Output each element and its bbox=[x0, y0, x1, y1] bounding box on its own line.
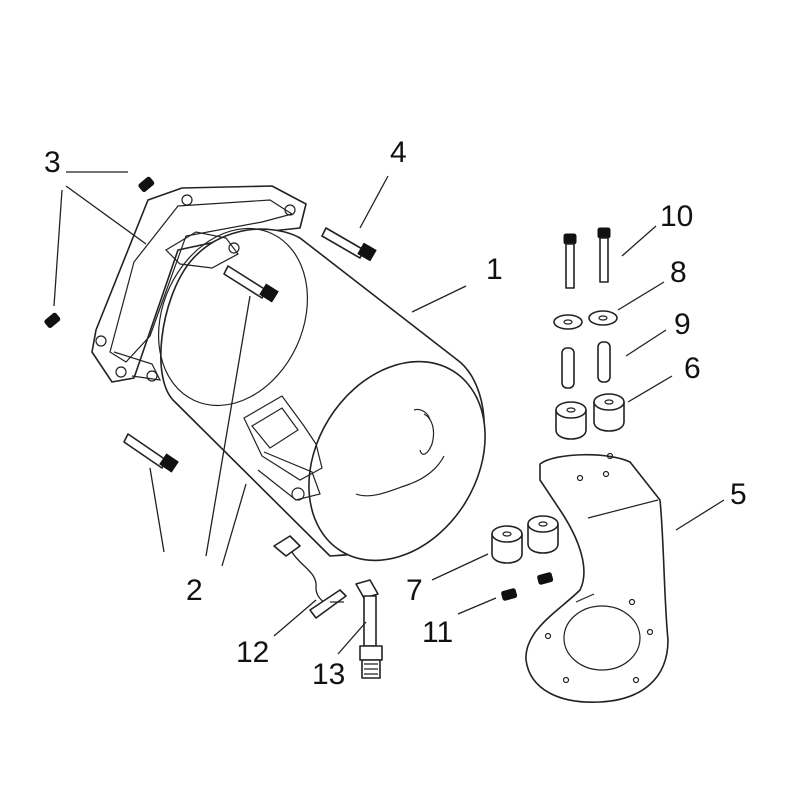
bolt-2 bbox=[223, 265, 279, 303]
nut-11-left bbox=[501, 588, 518, 601]
rubber-mount-6-right bbox=[593, 393, 625, 432]
probe-13 bbox=[355, 579, 383, 679]
housing-front-end bbox=[308, 360, 486, 562]
callout-5: 5 bbox=[730, 478, 747, 511]
rubber-mount-7-right bbox=[527, 515, 559, 554]
washer-8-right bbox=[588, 310, 618, 326]
leader-1 bbox=[411, 285, 467, 313]
callout-11: 11 bbox=[422, 616, 453, 649]
mounting-bracket bbox=[525, 452, 669, 703]
leader-4 bbox=[359, 175, 389, 229]
bolt-4 bbox=[321, 227, 377, 262]
bolt-10-right bbox=[597, 227, 611, 283]
leader-8 bbox=[617, 281, 665, 311]
nut-11-right bbox=[537, 572, 554, 585]
leader-12 bbox=[273, 599, 317, 637]
leader-13 bbox=[337, 621, 367, 655]
leader-9 bbox=[625, 329, 667, 357]
callout-3: 3 bbox=[44, 146, 61, 179]
leader-2b bbox=[221, 483, 247, 567]
callout-12: 12 bbox=[236, 636, 269, 669]
callout-9: 9 bbox=[674, 308, 691, 341]
leader-7 bbox=[431, 553, 489, 581]
callout-labels: 1 2 3 4 5 6 7 8 9 10 11 12 13 bbox=[44, 136, 747, 691]
callout-10: 10 bbox=[660, 200, 693, 233]
leader-3b bbox=[65, 185, 147, 245]
bolt-lower bbox=[123, 433, 179, 473]
nut-3-lower bbox=[44, 312, 61, 329]
rubber-mount-7-left bbox=[491, 525, 523, 564]
leader-3c bbox=[53, 189, 63, 307]
washer-8-left bbox=[553, 314, 583, 330]
callout-2: 2 bbox=[186, 574, 203, 607]
spacer-9-right bbox=[597, 341, 611, 383]
callout-6: 6 bbox=[684, 352, 701, 385]
nut-3-upper bbox=[138, 176, 155, 193]
leader-lines bbox=[53, 171, 725, 655]
leader-11 bbox=[457, 597, 497, 615]
rubber-mount-6-left bbox=[555, 401, 587, 440]
bracket-center-hole bbox=[563, 605, 641, 671]
leader-5 bbox=[675, 499, 725, 531]
callout-8: 8 bbox=[670, 256, 687, 289]
leader-2a bbox=[205, 295, 251, 557]
leader-lower-bolt bbox=[149, 467, 165, 553]
bolt-10-left bbox=[563, 233, 577, 289]
housing-rear-opening bbox=[157, 227, 309, 407]
sensor-wire-12 bbox=[273, 535, 347, 619]
callout-1: 1 bbox=[486, 253, 503, 286]
housing-cylinder bbox=[91, 185, 486, 562]
leader-10 bbox=[621, 225, 657, 257]
leader-6 bbox=[627, 375, 673, 403]
spacer-9-left bbox=[561, 347, 575, 389]
callout-7: 7 bbox=[406, 574, 423, 607]
callout-4: 4 bbox=[390, 136, 407, 169]
callout-13: 13 bbox=[312, 658, 345, 691]
